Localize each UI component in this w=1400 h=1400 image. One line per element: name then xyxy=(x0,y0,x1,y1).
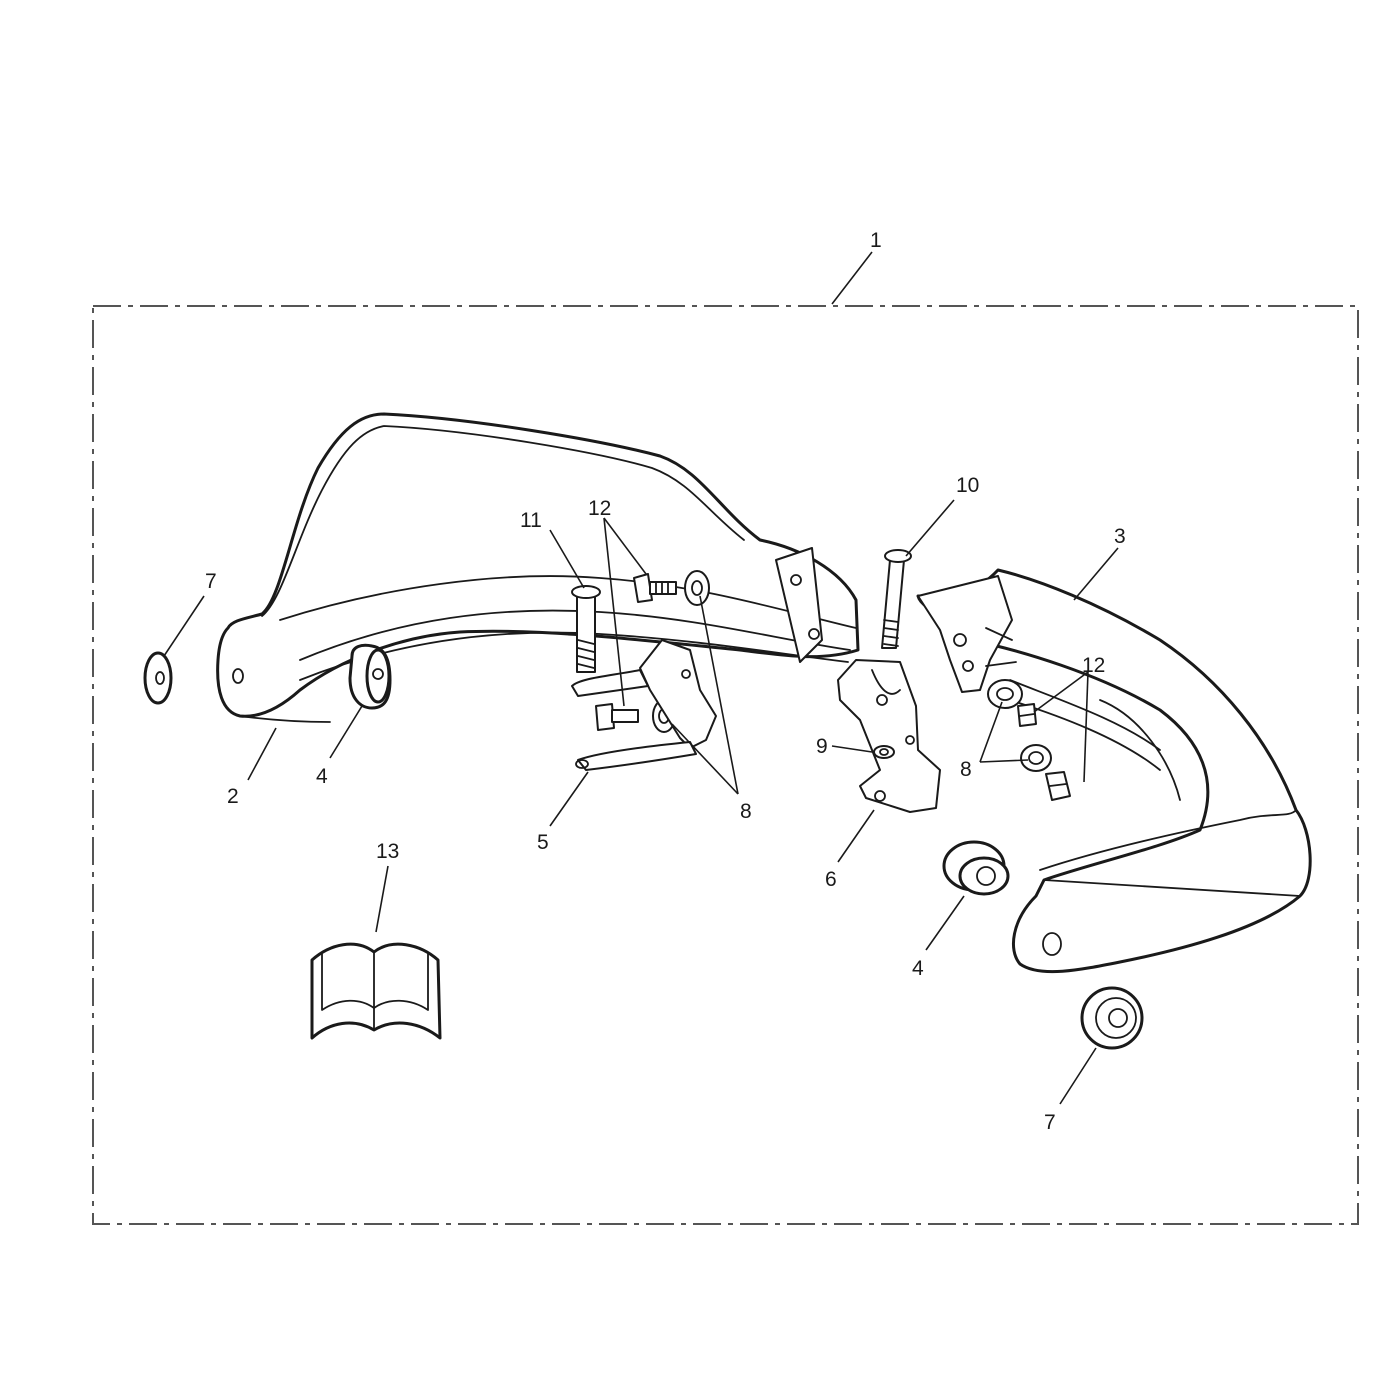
leader-8b-upper xyxy=(979,701,1003,763)
left-mounting-bracket xyxy=(571,639,717,771)
callout-2: 2 xyxy=(227,785,239,808)
callout-12-left: 12 xyxy=(588,497,611,520)
leader-8a-upper xyxy=(699,595,739,795)
leader-7a xyxy=(163,595,205,657)
callout-4-left: 4 xyxy=(316,765,328,788)
callout-4-right: 4 xyxy=(912,957,924,980)
washer-left xyxy=(143,651,173,705)
instruction-book-icon xyxy=(310,942,442,1040)
leader-12b-upper xyxy=(1033,671,1089,713)
callout-6: 6 xyxy=(825,868,837,891)
leader-9 xyxy=(831,745,873,753)
leader-4a xyxy=(329,705,363,759)
short-bolt-right-upper xyxy=(1017,703,1037,727)
right-hand-guard xyxy=(916,568,1312,974)
callout-7-right: 7 xyxy=(1044,1111,1056,1134)
leader-8b-lower xyxy=(979,759,1029,763)
callout-9: 9 xyxy=(816,735,828,758)
leader-11 xyxy=(549,529,585,589)
spacer-left xyxy=(348,643,392,710)
callout-12-right: 12 xyxy=(1082,654,1105,677)
callout-1: 1 xyxy=(870,229,882,252)
callout-3: 3 xyxy=(1114,525,1126,548)
kit-boundary-frame xyxy=(92,305,1359,1225)
washer-8-upper-left xyxy=(684,570,710,606)
leader-8a-lower xyxy=(671,723,739,795)
leader-7b xyxy=(1059,1047,1097,1105)
leader-12a-upper xyxy=(603,517,647,575)
leader-12a-lower xyxy=(603,517,625,707)
leader-4b xyxy=(925,895,965,951)
right-mounting-bracket xyxy=(837,659,941,813)
leader-6 xyxy=(837,809,875,863)
callout-8-left: 8 xyxy=(740,800,752,823)
leader-2 xyxy=(247,727,277,781)
washer-8-right-upper xyxy=(987,679,1023,709)
long-bolt-11 xyxy=(571,585,601,673)
leader-3 xyxy=(1073,547,1119,601)
callout-10: 10 xyxy=(956,474,979,497)
callout-7-left: 7 xyxy=(205,570,217,593)
spacer-right xyxy=(942,840,1010,896)
leader-13 xyxy=(375,865,389,933)
callout-11: 11 xyxy=(520,509,542,532)
left-hand-guard xyxy=(216,412,860,723)
leader-5 xyxy=(549,771,589,827)
leader-12b-lower xyxy=(1083,671,1089,783)
callout-13: 13 xyxy=(376,840,399,863)
callout-8-right: 8 xyxy=(960,758,972,781)
short-bolt-right-lower xyxy=(1045,771,1071,801)
short-bolt-lower-left xyxy=(595,703,639,731)
short-bolt-upper-left xyxy=(633,573,677,603)
leader-10 xyxy=(905,499,955,557)
washer-right xyxy=(1080,986,1144,1050)
long-bolt-10 xyxy=(881,549,912,649)
leader-1 xyxy=(831,251,873,305)
washer-9 xyxy=(873,745,895,759)
callout-5: 5 xyxy=(537,831,549,854)
washer-8-right-lower xyxy=(1020,744,1052,772)
